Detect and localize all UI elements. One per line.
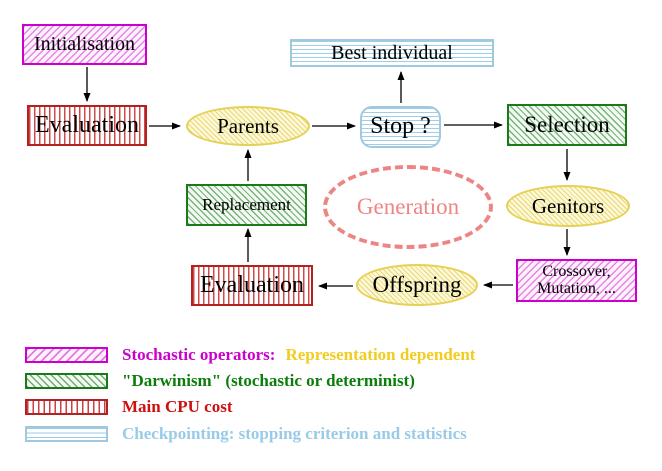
node-selection: Selection <box>507 104 627 146</box>
node-evaluation-top: Evaluation <box>27 105 147 146</box>
node-stop: Stop ? <box>360 106 441 148</box>
node-initialisation-label: Initialisation <box>33 33 136 55</box>
node-genitors-label: Genitors <box>531 193 605 218</box>
node-parents-label: Parents <box>217 113 279 138</box>
node-generation-label: Generation <box>356 193 460 219</box>
node-parents: Parents <box>186 106 310 146</box>
legend-row-stochastic-operators: Stochastic operators: Representation dep… <box>25 345 475 365</box>
legend-row-darwinism: "Darwinism" (stochastic or determinist) <box>25 371 415 391</box>
legend-darwinism-label: "Darwinism" (stochastic or determinist) <box>122 371 415 390</box>
green-hatch-swatch <box>25 373 108 389</box>
node-crossover-label-line1: Crossover, <box>542 262 611 280</box>
node-evaluation-bottom: Evaluation <box>191 265 313 306</box>
node-replacement-label: Replacement <box>202 195 291 215</box>
node-offspring-label: Offspring <box>372 271 462 297</box>
legend-row-cpu-cost: Main CPU cost <box>25 397 232 417</box>
node-crossover-label-line2: Mutation, ... <box>537 279 616 297</box>
legend-row-checkpointing: Checkpointing: stopping criterion and st… <box>25 424 467 444</box>
node-initialisation: Initialisation <box>22 24 147 65</box>
node-offspring: Offspring <box>356 264 478 306</box>
red-lines-swatch <box>25 399 108 415</box>
node-crossover-mutation: Crossover, Mutation, ... <box>516 259 637 302</box>
legend-cpu-cost-label: Main CPU cost <box>122 397 233 416</box>
cyan-lines-swatch <box>25 426 108 442</box>
node-replacement: Replacement <box>186 184 307 226</box>
magenta-hatch-swatch <box>25 347 108 363</box>
node-stop-label: Stop ? <box>370 113 431 140</box>
legend-representation-dependent-label: Representation dependent <box>285 345 476 364</box>
node-generation-loop: Generation <box>323 165 493 249</box>
node-genitors: Genitors <box>506 185 630 227</box>
legend-stochastic-operators-label: Stochastic operators: <box>122 345 276 364</box>
node-selection-label: Selection <box>524 111 610 137</box>
node-best-individual-label: Best individual <box>331 41 453 64</box>
legend-checkpointing-label: Checkpointing: stopping criterion and st… <box>122 424 467 443</box>
node-evaluation-top-label: Evaluation <box>35 111 139 138</box>
node-evaluation-bottom-label: Evaluation <box>200 271 304 298</box>
node-best-individual: Best individual <box>290 39 494 67</box>
